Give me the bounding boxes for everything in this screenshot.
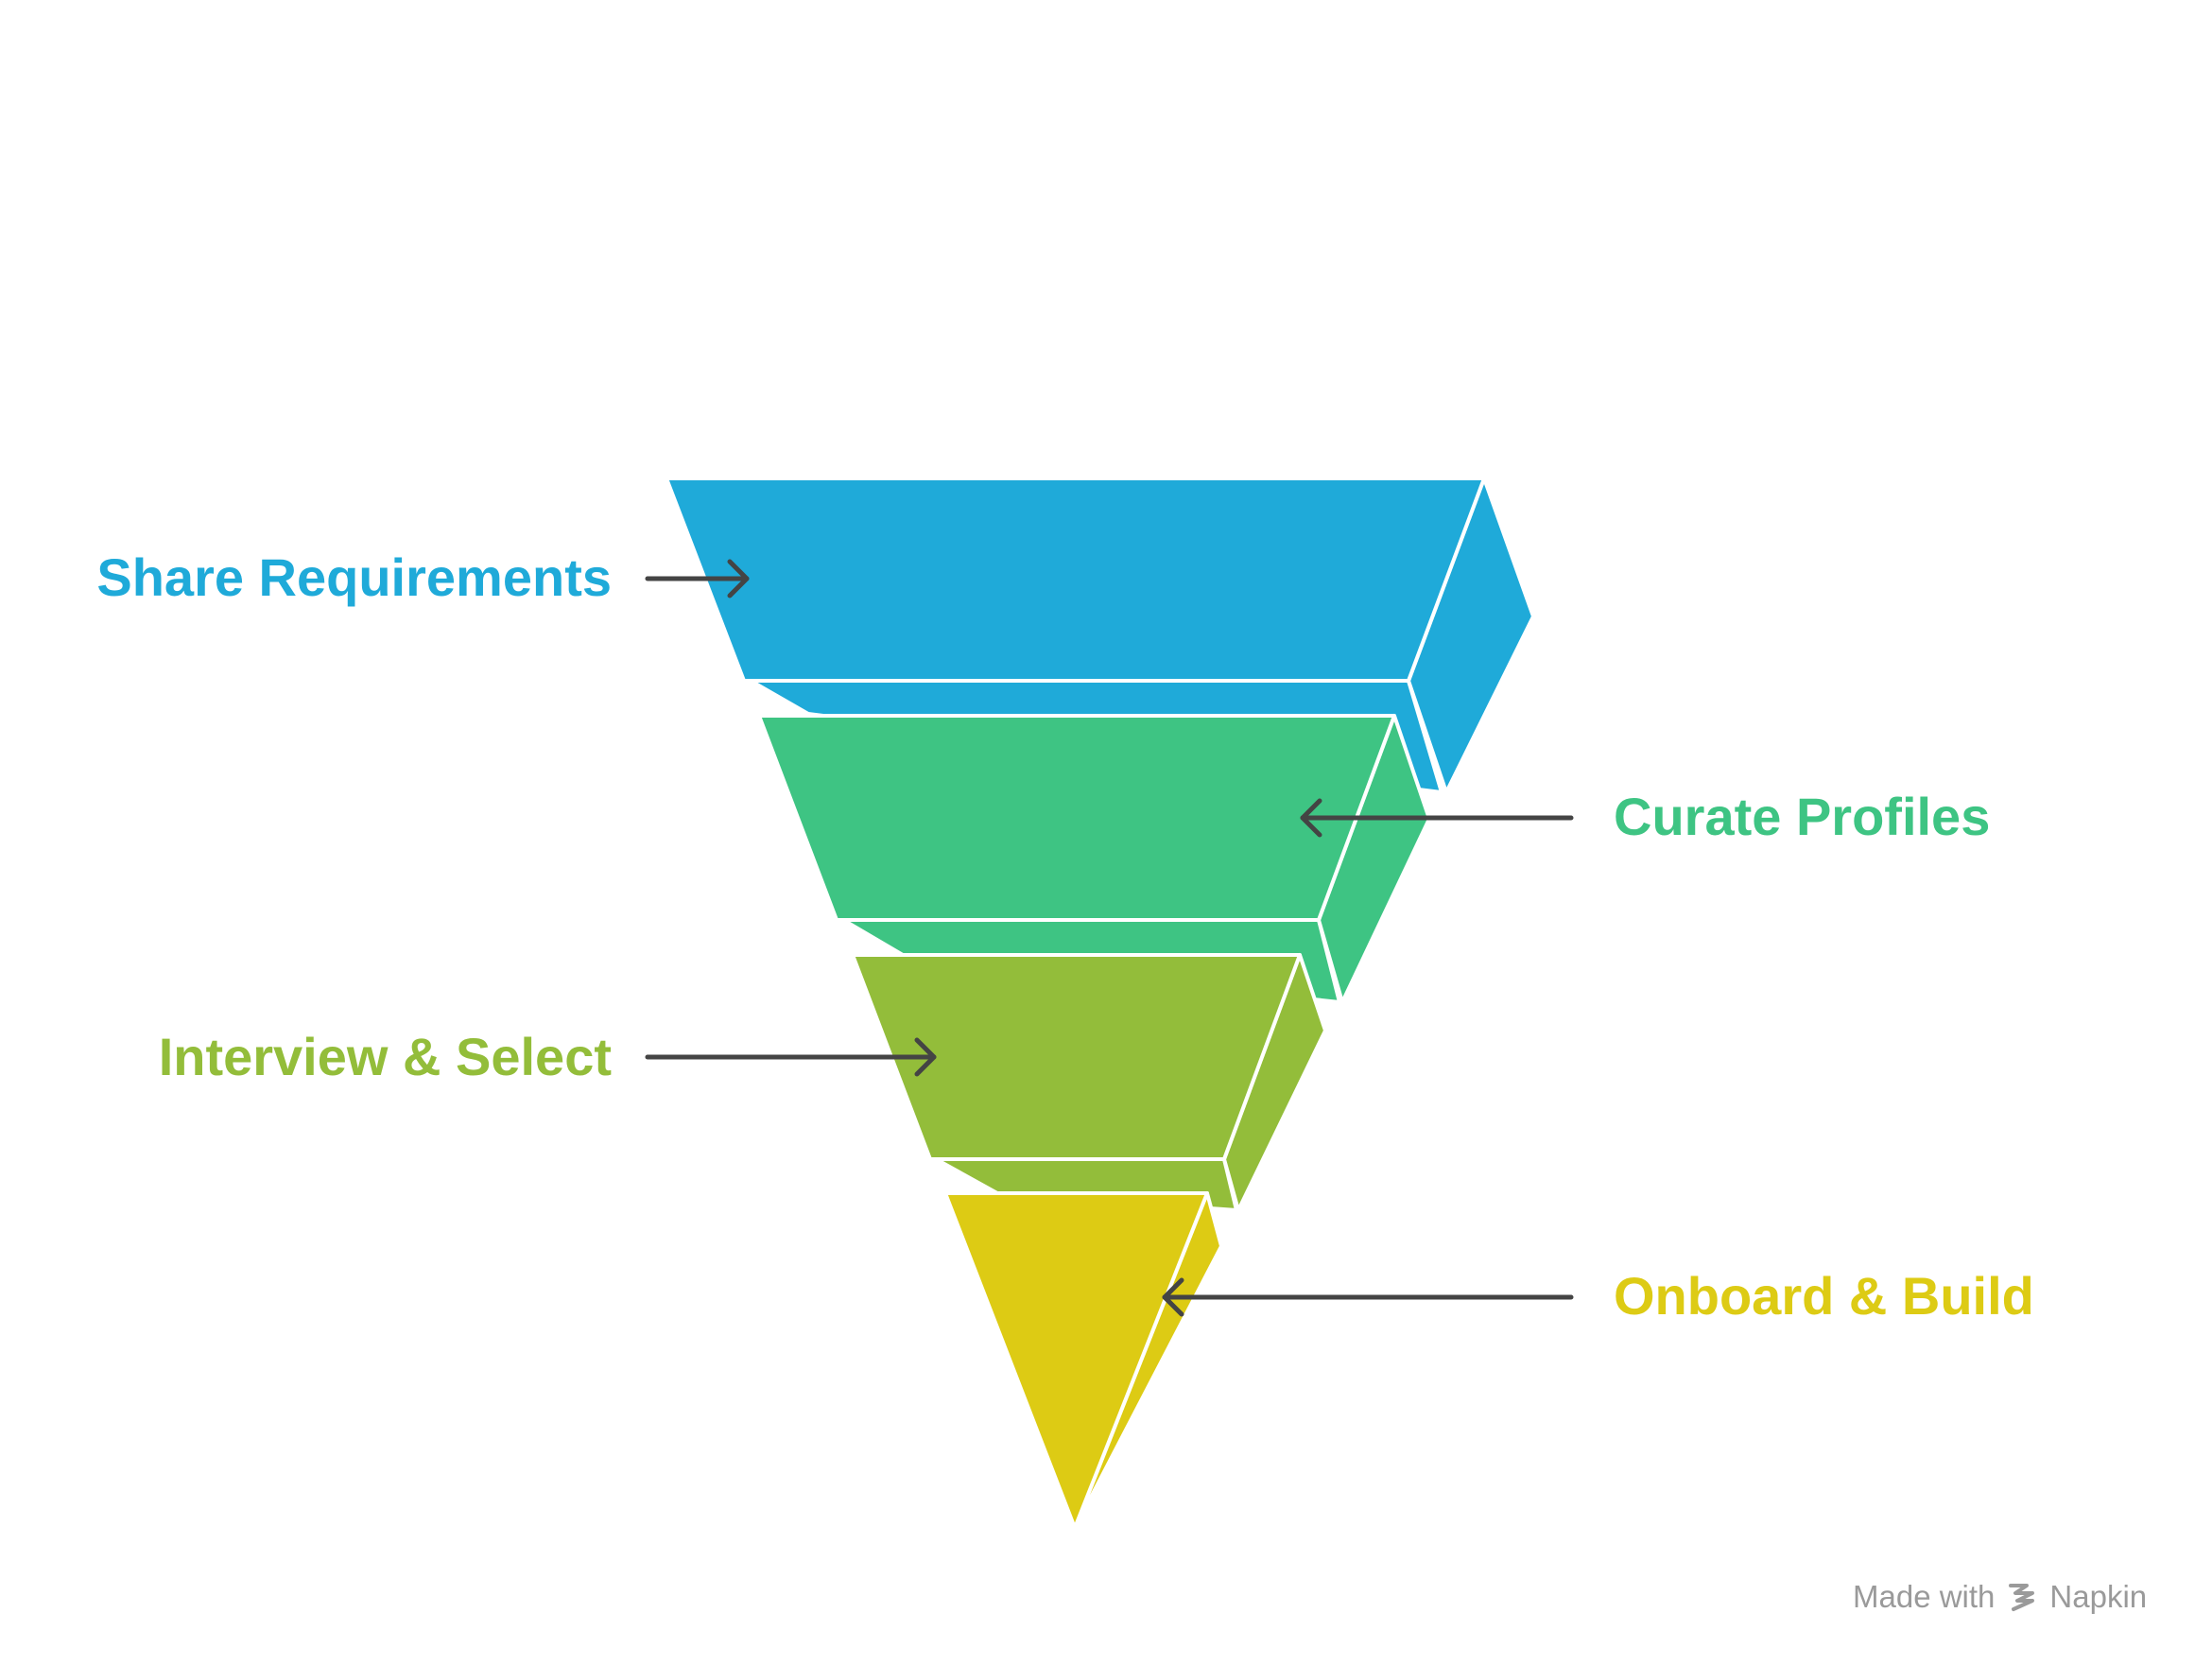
stage-label-curate-profiles: Curate Profiles [1614,787,1991,846]
stage-label-interview-select: Interview & Select [158,1027,612,1086]
stage-front-curate-profiles [757,714,1396,922]
napkin-logo-icon [2009,1584,2035,1611]
stage-label-onboard-build: Onboard & Build [1614,1266,2034,1326]
arrow-curate-profiles [1300,798,1574,838]
arrow-onboard-build [1162,1277,1574,1317]
arrow-interview-select [645,1037,937,1077]
stage-front-interview-select [851,953,1302,1161]
arrow-share-requirements [645,559,750,598]
stage-front-share-requirements [665,477,1486,683]
watermark-brand: Napkin [2049,1579,2148,1614]
watermark: Made with Napkin [1853,1579,2147,1615]
stage-front-onboard-build [943,1191,1209,1530]
stage-label-share-requirements: Share Requirements [96,547,612,607]
watermark-prefix: Made with [1853,1579,1996,1614]
